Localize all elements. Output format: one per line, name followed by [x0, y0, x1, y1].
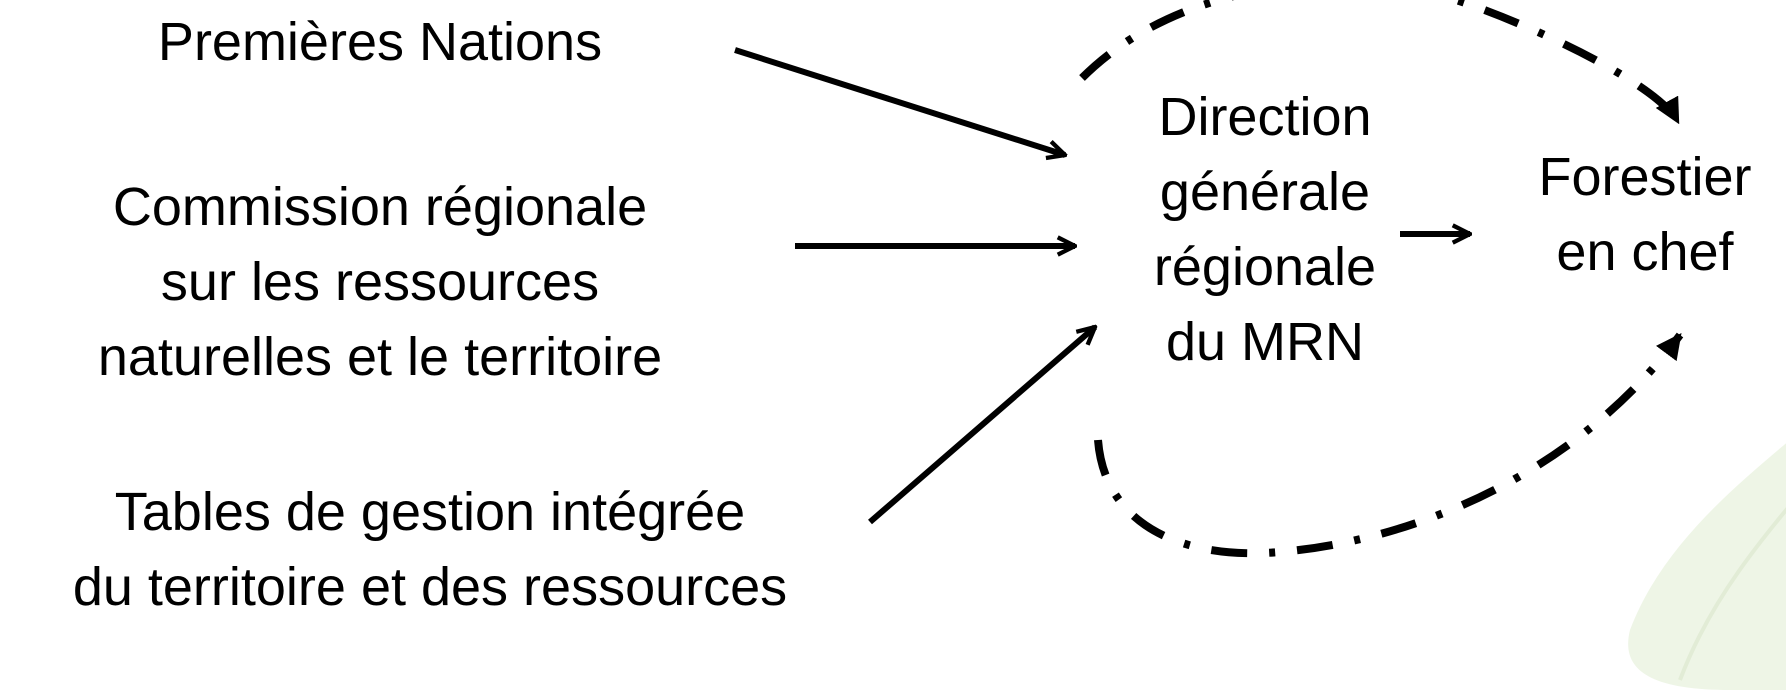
- node-premieres-nations: Premières Nations: [100, 5, 660, 80]
- node-text-line: Premières Nations: [157, 12, 603, 72]
- node-text-line: naturelles et le territoire: [97, 327, 663, 387]
- dashdot-arc-top: [1079, 0, 1682, 125]
- node-text-line: générale: [1159, 162, 1371, 222]
- node-text-line: du territoire et des ressources: [72, 557, 788, 617]
- diagram-arrows: [734, 0, 1684, 558]
- arrow-tables-to-direction: [868, 327, 1095, 525]
- node-text-line: en chef: [1556, 222, 1734, 282]
- node-commission-regionale: Commission régionale sur les ressources …: [60, 170, 700, 395]
- arrow-premieres-to-direction: [734, 47, 1065, 155]
- node-text-line: sur les ressources: [160, 252, 600, 312]
- dashdot-arc-bottom: [1094, 332, 1684, 558]
- node-text-line: Forestier: [1538, 147, 1752, 207]
- node-text-line: Commission régionale: [112, 177, 648, 237]
- node-text-line: régionale: [1153, 237, 1377, 297]
- node-text-line: du MRN: [1165, 312, 1365, 372]
- node-text-line: Tables de gestion intégrée: [114, 482, 746, 542]
- node-forestier-en-chef: Forestier en chef: [1510, 140, 1780, 290]
- node-tables-gestion: Tables de gestion intégrée du territoire…: [0, 475, 860, 625]
- node-text-line: Direction: [1158, 87, 1372, 147]
- node-direction-generale: Direction générale régionale du MRN: [1095, 80, 1435, 380]
